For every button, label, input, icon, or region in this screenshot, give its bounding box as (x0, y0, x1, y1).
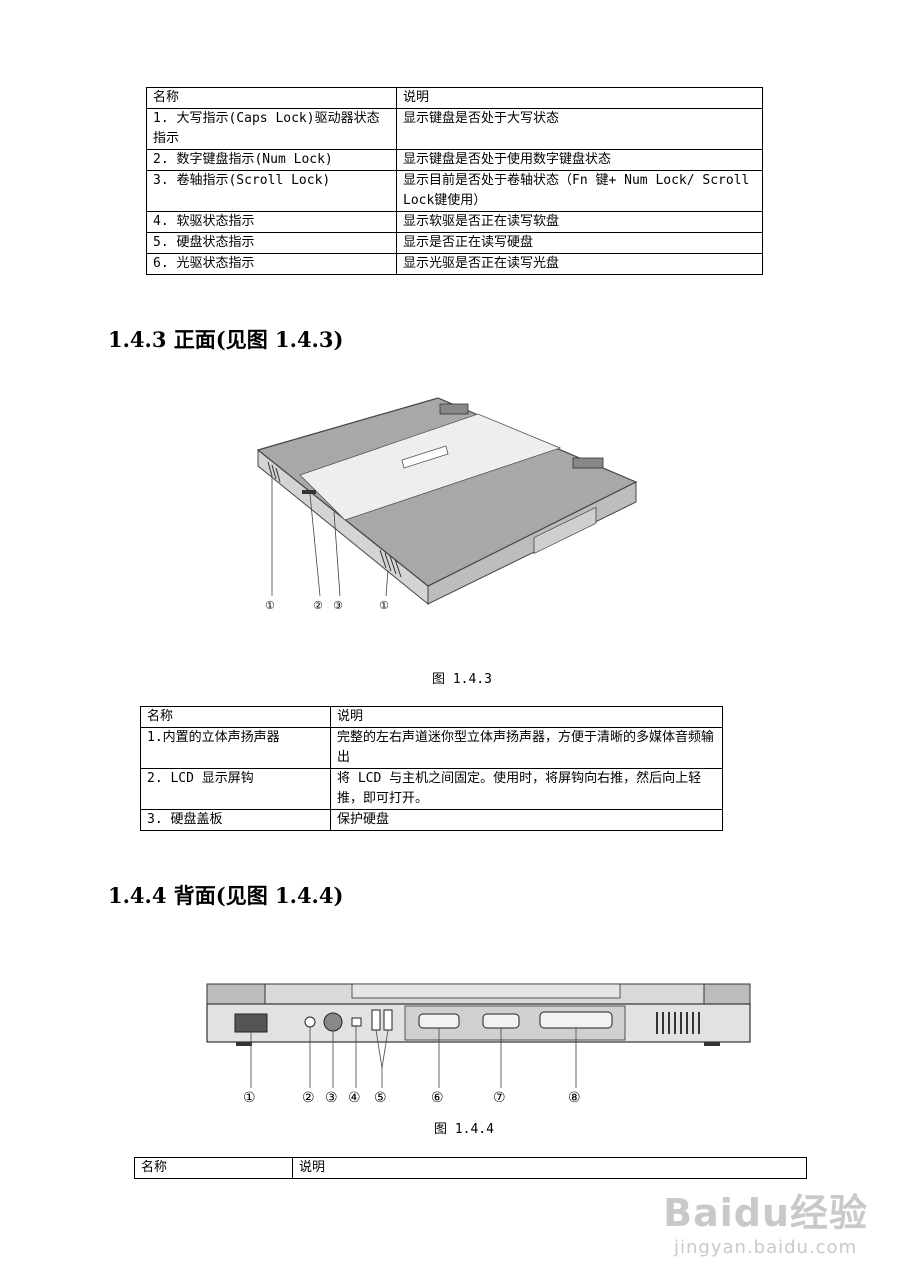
front-callout-4: ① (379, 599, 389, 612)
figure-caption-back: 图 1.4.4 (434, 1122, 494, 1137)
section-heading-back: 1.4.4 背面(见图 1.4.4) (108, 883, 344, 908)
usb-port-2-icon (383, 1009, 393, 1031)
back-callout-2: ② (302, 1090, 315, 1106)
table-row: 1. 大写指示(Caps Lock)驱动器状态指示 显示键盘是否处于大写状态 (146, 108, 763, 150)
dc-jack-icon (304, 1016, 316, 1028)
figure-caption-front: 图 1.4.3 (432, 672, 492, 687)
table-header-name: 名称 (140, 706, 331, 728)
back-callout-4: ④ (348, 1090, 361, 1106)
back-callout-8: ⑧ (568, 1090, 581, 1106)
laptop-front-figure: ① ② ③ ① (256, 397, 638, 612)
table-row: 3. 硬盘盖板 保护硬盘 (140, 809, 723, 831)
table-header-desc: 说明 (330, 706, 723, 728)
table-header-row: 名称 说明 (134, 1157, 807, 1179)
laptop-back-figure: ① ② ③ ④ ⑤ ⑥ ⑦ ⑧ (206, 983, 751, 1106)
table-header-row: 名称 说明 (146, 87, 763, 109)
baidu-watermark-url: jingyan.baidu.com (674, 1237, 858, 1258)
table-row: 2. 数字键盘指示(Num Lock) 显示键盘是否处于使用数字键盘状态 (146, 149, 763, 171)
table-cell-desc: 显示键盘是否处于使用数字键盘状态 (396, 149, 763, 171)
table-cell-name: 2. 数字键盘指示(Num Lock) (146, 149, 397, 171)
back-callout-6: ⑥ (431, 1090, 444, 1106)
table-cell-name: 2. LCD 显示屏钩 (140, 768, 331, 810)
table-cell-name: 4. 软驱状态指示 (146, 211, 397, 233)
table-cell-name: 1.内置的立体声扬声器 (140, 727, 331, 769)
vga-port-icon (482, 1013, 520, 1029)
laptop-hinge-rear (439, 403, 469, 415)
hdd-cover-panel (533, 506, 597, 555)
table-cell-desc: 显示光驱是否正在读写光盘 (396, 253, 763, 275)
table-row: 6. 光驱状态指示 显示光驱是否正在读写光盘 (146, 253, 763, 275)
status-indicator-table: 名称 说明 1. 大写指示(Caps Lock)驱动器状态指示 显示键盘是否处于… (146, 87, 763, 275)
table-cell-desc: 显示软驱是否正在读写软盘 (396, 211, 763, 233)
table-cell-name: 5. 硬盘状态指示 (146, 232, 397, 254)
baidu-watermark-logo: Baidu经验 (663, 1191, 868, 1235)
parallel-port-icon (539, 1011, 613, 1029)
table-row: 5. 硬盘状态指示 显示是否正在读写硬盘 (146, 232, 763, 254)
table-cell-desc: 显示键盘是否处于大写状态 (396, 108, 763, 150)
back-callout-7: ⑦ (493, 1090, 506, 1106)
table-cell-name: 3. 硬盘盖板 (140, 809, 331, 831)
laptop-hinge-right (572, 457, 604, 469)
table-header-name: 名称 (146, 87, 397, 109)
ps2-port-icon (323, 1012, 343, 1032)
laptop-back-foot-right (704, 1042, 720, 1046)
left-speaker-grille-icon (267, 461, 281, 483)
table-cell-name: 3. 卷轴指示(Scroll Lock) (146, 170, 397, 212)
back-callout-1: ① (243, 1090, 256, 1106)
power-connector-icon (234, 1013, 268, 1033)
serial-port-icon (418, 1013, 460, 1029)
usb-port-1-icon (371, 1009, 381, 1031)
table-cell-name: 1. 大写指示(Caps Lock)驱动器状态指示 (146, 108, 397, 150)
ieee1394-port-icon (351, 1017, 362, 1027)
laptop-back-lid-center (351, 983, 621, 999)
table-cell-desc: 显示目前是否处于卷轴状态（Fn 键+ Num Lock/ Scroll Lock… (396, 170, 763, 212)
table-header-name: 名称 (134, 1157, 293, 1179)
front-callout-2: ② (313, 599, 323, 612)
section-heading-front: 1.4.3 正面(见图 1.4.3) (108, 327, 344, 352)
table-header-row: 名称 说明 (140, 706, 723, 728)
baidu-watermark: Baidu经验 jingyan.baidu.com (663, 1182, 868, 1258)
back-callout-5: ⑤ (374, 1090, 387, 1106)
table-row: 4. 软驱状态指示 显示软驱是否正在读写软盘 (146, 211, 763, 233)
table-cell-desc: 显示是否正在读写硬盘 (396, 232, 763, 254)
front-callout-1: ① (265, 599, 275, 612)
right-speaker-grille-icon (379, 549, 402, 578)
table-cell-desc: 将 LCD 与主机之间固定。使用时，将屏钩向右推，然后向上轻推，即可打开。 (330, 768, 723, 810)
table-cell-name: 6. 光驱状态指示 (146, 253, 397, 275)
status-led-strip (302, 490, 316, 494)
laptop-logo-plate (401, 445, 449, 469)
table-header-desc: 说明 (292, 1157, 807, 1179)
laptop-lid-band (299, 413, 562, 521)
back-parts-table: 名称 说明 (134, 1157, 807, 1179)
back-callout-3: ③ (325, 1090, 338, 1106)
table-cell-desc: 完整的左右声道迷你型立体声扬声器，方便于清晰的多媒体音频输出 (330, 727, 723, 769)
table-header-desc: 说明 (396, 87, 763, 109)
front-parts-table: 名称 说明 1.内置的立体声扬声器 完整的左右声道迷你型立体声扬声器，方便于清晰… (140, 706, 723, 831)
table-row: 2. LCD 显示屏钩 将 LCD 与主机之间固定。使用时，将屏钩向右推，然后向… (140, 768, 723, 810)
front-callout-3: ③ (333, 599, 343, 612)
table-row: 3. 卷轴指示(Scroll Lock) 显示目前是否处于卷轴状态（Fn 键+ … (146, 170, 763, 212)
laptop-back-foot-left (236, 1042, 252, 1046)
table-row: 1.内置的立体声扬声器 完整的左右声道迷你型立体声扬声器，方便于清晰的多媒体音频… (140, 727, 723, 769)
cooling-vent-icon (656, 1012, 700, 1034)
table-cell-desc: 保护硬盘 (330, 809, 723, 831)
